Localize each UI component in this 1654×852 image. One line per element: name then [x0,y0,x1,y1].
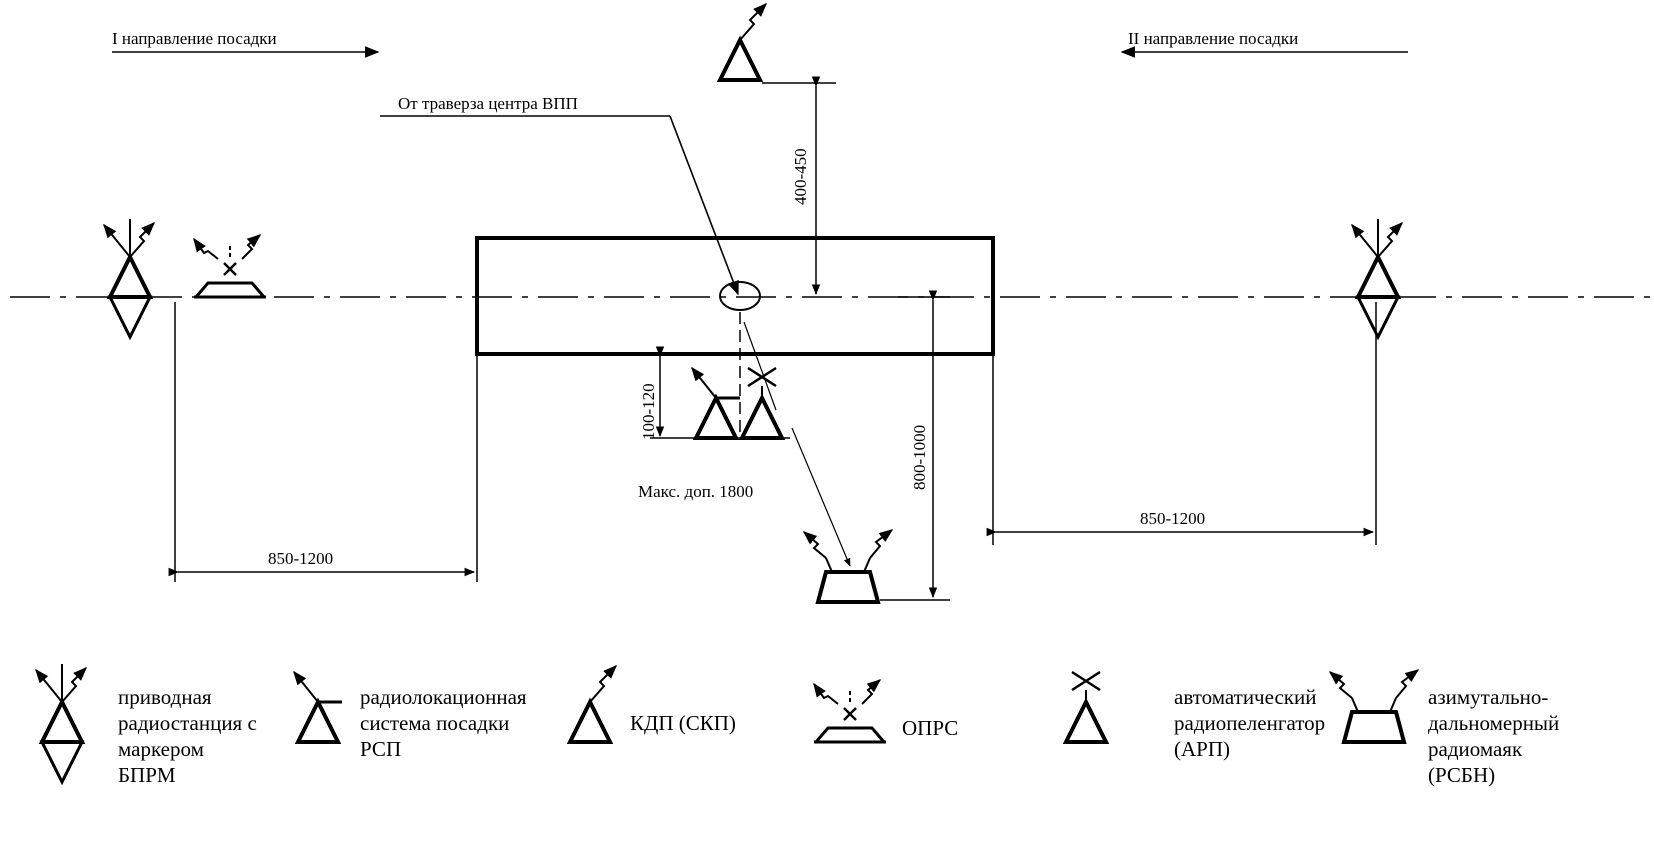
dimension-right-bprm-label: 850-1200 [1140,509,1205,528]
legend-item-rsp: радиолокационная система посадки РСП [294,672,527,761]
legend-rsp-line-2: система посадки [360,711,509,735]
dimension-left-bprm-distance: 850-1200 [168,302,478,582]
oprs-left-icon [194,235,266,297]
legend-bprm-line-3: маркером [118,737,204,761]
bprm-right-icon [1352,219,1402,337]
legend-oprs-line-1: ОПРС [902,716,958,740]
legend-item-oprs: ОПРС [814,680,958,742]
direction-second: II направление посадки [1120,29,1408,58]
legend-bprm-line-4: БПРМ [118,763,176,787]
legend-rsbn-icon [1330,670,1418,742]
legend-arp-line-2: радиопеленгатор [1174,711,1325,735]
legend-item-kdp: КДП (СКП) [570,666,736,742]
runway [475,236,995,356]
legend-rsbn-line-4: (РСБН) [1428,763,1495,787]
direction-first: I направление посадки [112,29,380,58]
dimension-rsp-offset: 100-120 [639,346,790,440]
runway-center-annotation: От траверза центра ВПП [380,94,739,296]
legend-oprs-icon [814,680,886,742]
dimension-kdp-offset-label: 400-450 [791,148,810,205]
legend-rsp-icon [294,672,342,742]
legend-item-arp: автоматический радиопеленгатор (АРП) [1064,670,1325,761]
dimension-rsbn-offset: 800-1000 [880,290,950,601]
direction-second-label: II направление посадки [1128,29,1298,48]
legend-arp-line-1: автоматический [1174,685,1316,709]
legend-kdp-icon [570,666,616,742]
dimension-right-bprm-distance: 850-1200 [986,302,1377,545]
legend: приводная радиостанция с маркером БПРМ р… [36,664,1559,787]
legend-rsp-line-3: РСП [360,737,401,761]
runway-center-marker [719,281,761,311]
legend-item-rsbn: азимутально- дальномерный радиомаяк (РСБ… [1330,670,1559,787]
rsp-icon [692,368,740,438]
legend-kdp-line-1: КДП (СКП) [630,711,736,735]
legend-bprm-line-1: приводная [118,685,212,709]
dimension-rsbn-offset-label: 800-1000 [910,425,929,490]
legend-rsbn-line-3: радиомаяк [1428,737,1523,761]
legend-arp-line-3: (АРП) [1174,737,1230,761]
arp-icon [740,366,784,440]
runway-center-label: От траверза центра ВПП [398,94,578,113]
legend-bprm-line-2: радиостанция с [118,711,257,735]
bprm-left-icon [104,219,154,337]
max-allowed-label: Макс. доп. 1800 [638,482,753,501]
legend-rsp-line-1: радиолокационная [360,685,527,709]
legend-rsbn-line-1: азимутально- [1428,685,1548,709]
dimension-rsp-offset-label: 100-120 [639,383,658,440]
legend-rsbn-line-2: дальномерный [1428,711,1559,735]
dimension-kdp-offset: 400-450 [762,76,836,296]
direction-first-label: I направление посадки [112,29,277,48]
legend-arp-icon [1064,670,1108,744]
kdp-icon [720,4,766,80]
legend-item-bprm: приводная радиостанция с маркером БПРМ [36,664,257,787]
dimension-left-bprm-label: 850-1200 [268,549,333,568]
rsbn-icon [804,530,892,602]
legend-bprm-icon [36,664,86,782]
